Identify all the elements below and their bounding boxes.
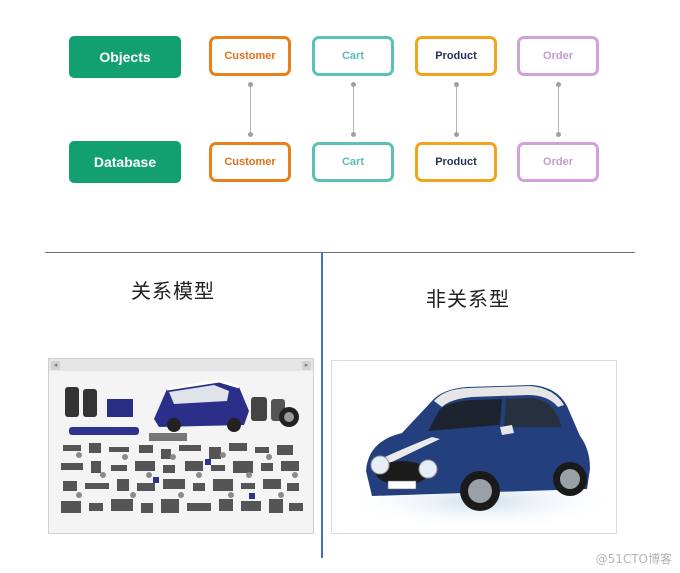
object-entity-customer: Customer bbox=[209, 36, 291, 76]
mapping-connector-product bbox=[456, 84, 457, 134]
database-entity-customer: Customer bbox=[209, 142, 291, 182]
non-relational-heading: 非关系型 bbox=[426, 287, 510, 311]
object-entity-cart: Cart bbox=[312, 36, 394, 76]
mapping-connector-customer bbox=[250, 84, 251, 134]
connector-dot-product-top bbox=[454, 82, 459, 87]
object-entity-order: Order bbox=[517, 36, 599, 76]
database-label: Database bbox=[69, 141, 181, 183]
database-entity-product: Product bbox=[415, 142, 497, 182]
mapping-connector-order bbox=[558, 84, 559, 134]
car-illustration bbox=[342, 385, 616, 531]
objects-label: Objects bbox=[69, 36, 181, 78]
connector-dot-customer-top bbox=[248, 82, 253, 87]
image-viewer-bar bbox=[49, 359, 313, 371]
scroll-left-icon[interactable]: ◂ bbox=[51, 361, 60, 370]
connector-dot-cart-bottom bbox=[351, 132, 356, 137]
horizontal-divider bbox=[45, 252, 635, 253]
watermark: @51CTO博客 bbox=[595, 552, 672, 566]
database-entity-order: Order bbox=[517, 142, 599, 182]
scroll-right-icon[interactable]: ▸ bbox=[302, 361, 311, 370]
mapping-connector-cart bbox=[353, 84, 354, 134]
database-entity-cart: Cart bbox=[312, 142, 394, 182]
object-entity-product: Product bbox=[415, 36, 497, 76]
connector-dot-cart-top bbox=[351, 82, 356, 87]
connector-dot-customer-bottom bbox=[248, 132, 253, 137]
connector-dot-product-bottom bbox=[454, 132, 459, 137]
car-parts-illustration bbox=[61, 379, 303, 513]
vertical-divider bbox=[321, 253, 323, 558]
car-parts-image: ◂ ▸ bbox=[48, 358, 314, 534]
assembled-car-image bbox=[331, 360, 617, 534]
relational-model-heading: 关系模型 bbox=[131, 279, 215, 303]
connector-dot-order-top bbox=[556, 82, 561, 87]
connector-dot-order-bottom bbox=[556, 132, 561, 137]
